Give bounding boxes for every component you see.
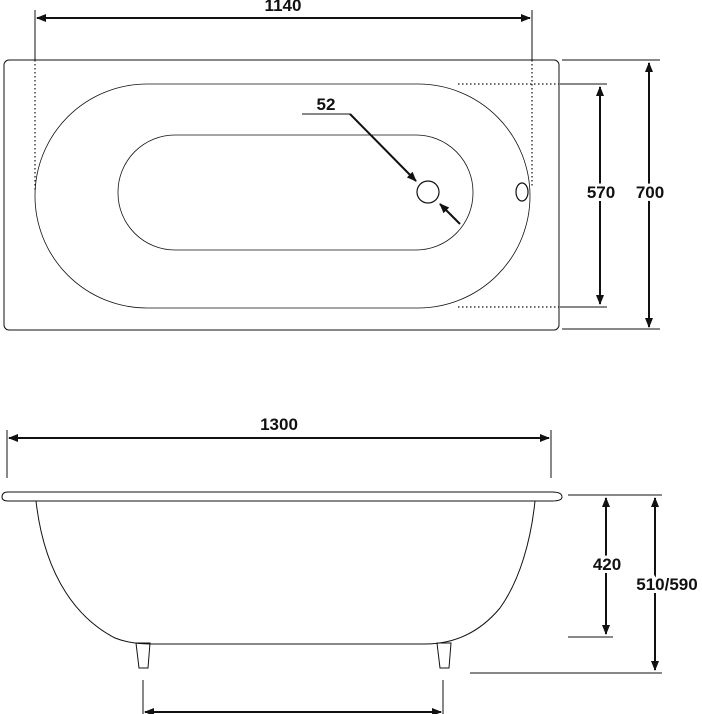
tub-inner-basin <box>34 83 531 309</box>
side-view-dimension-lines <box>8 434 659 714</box>
top-view <box>3 59 560 331</box>
tub-body-profile <box>35 500 536 645</box>
side-view <box>1 491 563 669</box>
tub-outer-rim <box>3 59 560 331</box>
overflow-hole <box>515 182 529 202</box>
outer-length-label: 1300 <box>260 415 298 434</box>
total-height-label: 510/590 <box>636 575 697 594</box>
top-view-dimension-lines <box>36 14 653 328</box>
right-foot <box>436 642 452 669</box>
inner-width-label: 570 <box>587 183 615 202</box>
top-view-extension-lines <box>34 60 560 308</box>
outer-width-label: 700 <box>636 183 664 202</box>
drain-leader <box>302 113 461 225</box>
depth-label: 420 <box>593 555 621 574</box>
top-view-dimension-extensions <box>34 10 660 330</box>
side-view-dimension-extensions <box>6 430 662 714</box>
drain-hole <box>416 180 440 204</box>
left-foot <box>135 642 151 669</box>
dimension-labels: 1140 52 570 700 1300 420 510/590 <box>260 0 701 597</box>
drain-diameter-label: 52 <box>317 95 336 114</box>
inner-length-label: 1140 <box>265 0 302 15</box>
tub-rim-profile <box>1 491 563 502</box>
tub-bottom-floor <box>117 134 474 251</box>
